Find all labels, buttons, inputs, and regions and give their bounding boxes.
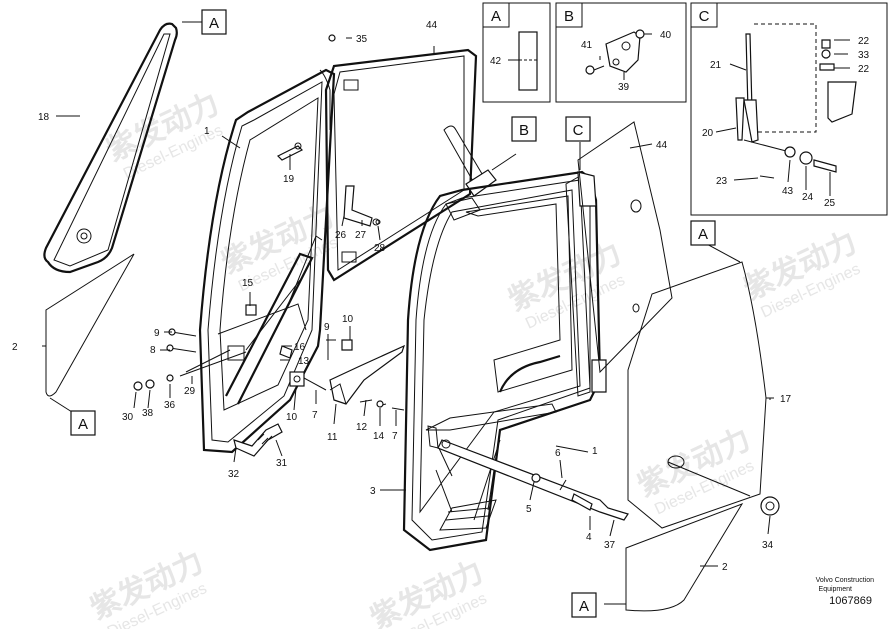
callout-2-right: 2 [722,562,728,573]
callout-38: 38 [142,408,154,419]
callout-labels: 18 1 2 35 44 19 26 27 28 15 9 8 29 30 38… [12,20,870,573]
detail-tag-b: B [555,2,583,28]
callout-43: 43 [782,186,794,197]
section-tag-c-main: C [565,116,591,142]
section-tag-b-main-label: B [519,122,529,139]
callout-25: 25 [824,198,836,209]
glass-panel-44-middle [324,48,497,282]
detail-b-border [555,2,687,103]
grab-handle [233,423,283,457]
detail-tag-a: A [482,2,510,28]
callout-41: 41 [581,40,593,51]
bracket-39 [605,31,641,73]
callout-29: 29 [184,386,196,397]
section-tag-b-main: B [511,116,537,142]
door-handle-rod [437,439,629,521]
glass-panel-2-right [625,503,744,612]
callout-10-left: 10 [286,412,298,423]
callout-30: 30 [122,412,134,423]
callout-5: 5 [526,504,532,515]
callout-18: 18 [38,112,50,123]
glass-panel-44-right [577,121,673,374]
callout-8: 8 [150,345,156,356]
callout-20: 20 [702,128,714,139]
callout-19: 19 [283,174,295,185]
detail-box-c [690,2,888,216]
callout-44-middle: 44 [426,20,438,31]
detail-tag-c-label: C [699,8,710,25]
callout-4: 4 [586,532,592,543]
section-tag-a-top: A [201,9,227,35]
door-frame-left [198,68,336,454]
detail-a-border [482,2,551,103]
section-tag-a-left: A [70,410,96,436]
detail-tag-a-label: A [491,8,501,25]
callout-44-right: 44 [656,140,668,151]
footer-block: Volvo Construction Equipment 1067869 [816,577,874,607]
callout-7-left: 7 [312,410,318,421]
callout-42: 42 [490,56,502,67]
glass-panel-2-left [45,253,135,397]
section-tag-a-left-label: A [78,416,88,433]
callout-37: 37 [604,540,616,551]
callout-14: 14 [373,431,385,442]
detail-tag-c: C [690,2,718,28]
callout-10-right: 10 [342,314,354,325]
callout-2-left: 2 [12,342,18,353]
callout-12: 12 [356,422,368,433]
section-tag-a-right-label: A [698,226,708,243]
callout-22-bottom: 22 [858,64,870,75]
inner-handle [329,339,406,405]
door-main [402,170,607,552]
callout-6: 6 [555,448,561,459]
gas-strut-21 [745,33,753,111]
section-tag-a-bottom-label: A [579,598,589,615]
callout-17: 17 [780,394,792,405]
lock-13 [289,371,327,391]
section-tag-a-top-label: A [209,15,219,32]
callout-11: 11 [327,432,338,443]
seal-profile-42 [518,31,538,91]
callout-21: 21 [710,60,722,71]
watermark: 紫发动力 Diesel-Engines 紫发动力 Diesel-Engines … [86,87,863,634]
callout-35: 35 [356,34,368,45]
section-tag-a-right: A [690,220,716,246]
callout-22-top: 22 [858,36,870,47]
callout-34: 34 [762,540,774,551]
callout-1-right: 1 [592,446,598,457]
glass-panel-17 [627,261,767,529]
callout-27: 27 [355,230,367,241]
detail-c-border [690,2,888,216]
detail-tag-b-label: B [564,8,574,25]
section-tag-a-bottom: A [571,592,597,618]
callout-13: 13 [298,356,310,367]
callout-3: 3 [370,486,376,497]
callout-33: 33 [858,50,870,61]
callout-26: 26 [335,230,347,241]
callout-23: 23 [716,176,728,187]
callout-31: 31 [276,458,288,469]
hinge-19 [276,142,304,161]
callout-9-left: 9 [154,328,160,339]
callout-28: 28 [374,243,386,254]
callout-32: 32 [228,469,240,480]
callout-39: 39 [618,82,630,93]
glass-panel-18 [43,22,178,274]
footer-part-number: 1067869 [829,595,872,607]
section-tag-c-main-label: C [573,122,584,139]
callout-16: 16 [294,342,306,353]
detail-box-a [482,2,551,103]
callout-36: 36 [164,400,176,411]
callout-1-left: 1 [204,126,210,137]
callout-9-right: 9 [324,322,330,333]
callout-7-right: 7 [392,431,398,442]
callout-15: 15 [242,278,254,289]
callout-40: 40 [660,30,672,41]
detail-box-b [555,2,687,103]
callout-24: 24 [802,192,814,203]
footer-company-line2: Equipment [819,586,853,593]
footer-company-line1: Volvo Construction [816,577,874,584]
